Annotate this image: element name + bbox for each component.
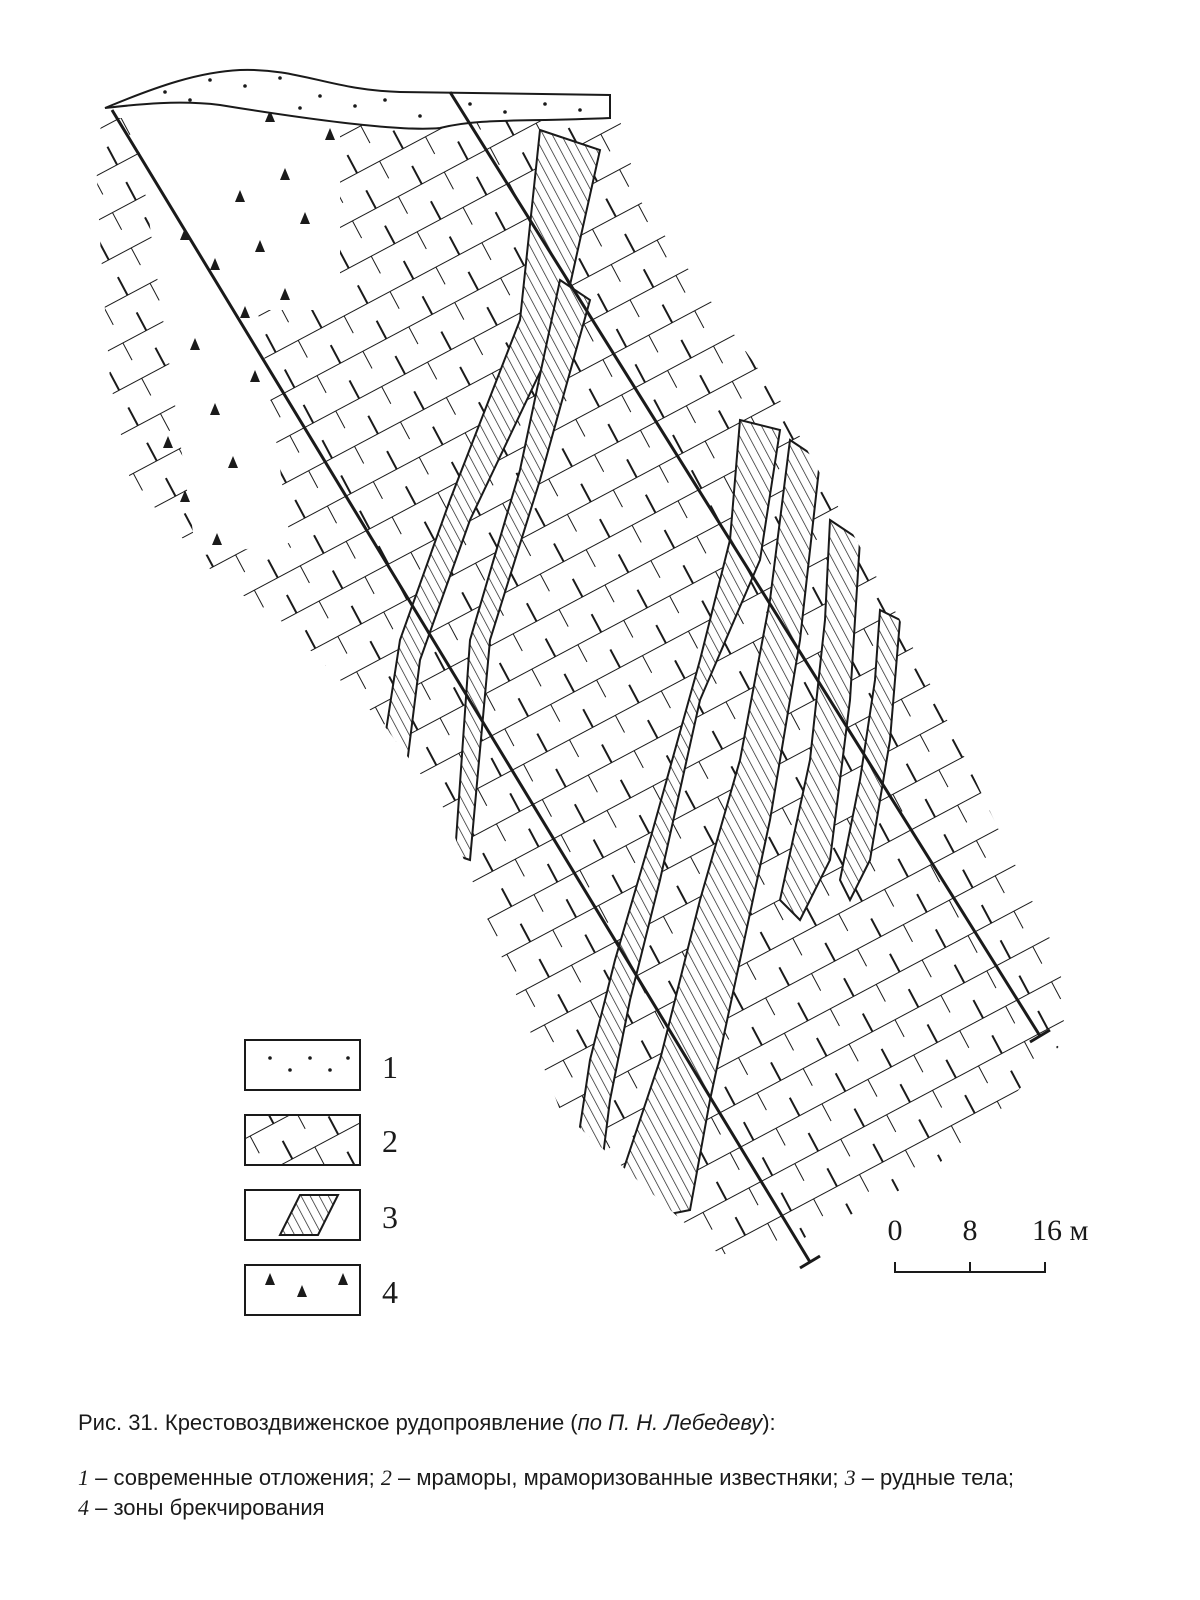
- breccia-triangle: [240, 306, 250, 318]
- modern-deposits: [104, 68, 611, 130]
- ore-body: [778, 518, 862, 922]
- breccia-triangle: [250, 370, 260, 382]
- legend-explanation: 1 – современные отложения; 2 – мраморы, …: [78, 1465, 1014, 1520]
- breccia-triangle: [280, 288, 290, 300]
- breccia-triangle: [210, 258, 220, 270]
- legend-item-3: 3: [244, 1189, 398, 1241]
- breccia-triangle: [210, 403, 220, 415]
- breccia-triangle: [280, 168, 290, 180]
- profile-lines: [110, 91, 1051, 1270]
- breccia-triangle: [180, 490, 190, 502]
- breccia-triangle: [265, 110, 275, 122]
- breccia-triangle: [212, 533, 222, 545]
- scale-label-8: 8: [963, 1214, 978, 1247]
- geological-section: 1 2 3 4 0 8 16 м: [95, 68, 1089, 1316]
- ore-bodies: [378, 128, 902, 1222]
- scale-label-16: 16 м: [1032, 1214, 1089, 1247]
- breccia-triangle: [190, 338, 200, 350]
- legend-item-4: 4: [244, 1264, 398, 1316]
- figure-caption: Рис. 31. Крестовоздвиженское рудопроявле…: [78, 1410, 776, 1435]
- breccia-triangle: [228, 456, 238, 468]
- legend-item-2: 2: [244, 1114, 398, 1166]
- breccia-triangle: [325, 128, 335, 140]
- ore-body: [453, 278, 592, 862]
- caption-author: по П. Н. Лебедеву: [577, 1410, 763, 1435]
- profile-line: [448, 91, 1042, 1037]
- legend-number: 2: [382, 1123, 398, 1159]
- ore-body: [838, 608, 902, 903]
- breccia-triangle: [163, 436, 173, 448]
- breccia-triangle: [255, 240, 265, 252]
- legend-number: 4: [382, 1274, 398, 1310]
- marble-area: [95, 108, 1065, 1255]
- breccia-triangle: [235, 190, 245, 202]
- breccia-triangle: [300, 212, 310, 224]
- scale-label-0: 0: [888, 1214, 903, 1247]
- scale-bar: 0 8 16 м: [888, 1214, 1089, 1273]
- legend-number: 3: [382, 1199, 398, 1235]
- legend-item-1: 1: [244, 1039, 398, 1091]
- legend: 1 2 3 4: [244, 1039, 398, 1316]
- breccia-zone: [135, 107, 340, 557]
- legend-number: 1: [382, 1049, 398, 1085]
- profile-line: [110, 109, 812, 1263]
